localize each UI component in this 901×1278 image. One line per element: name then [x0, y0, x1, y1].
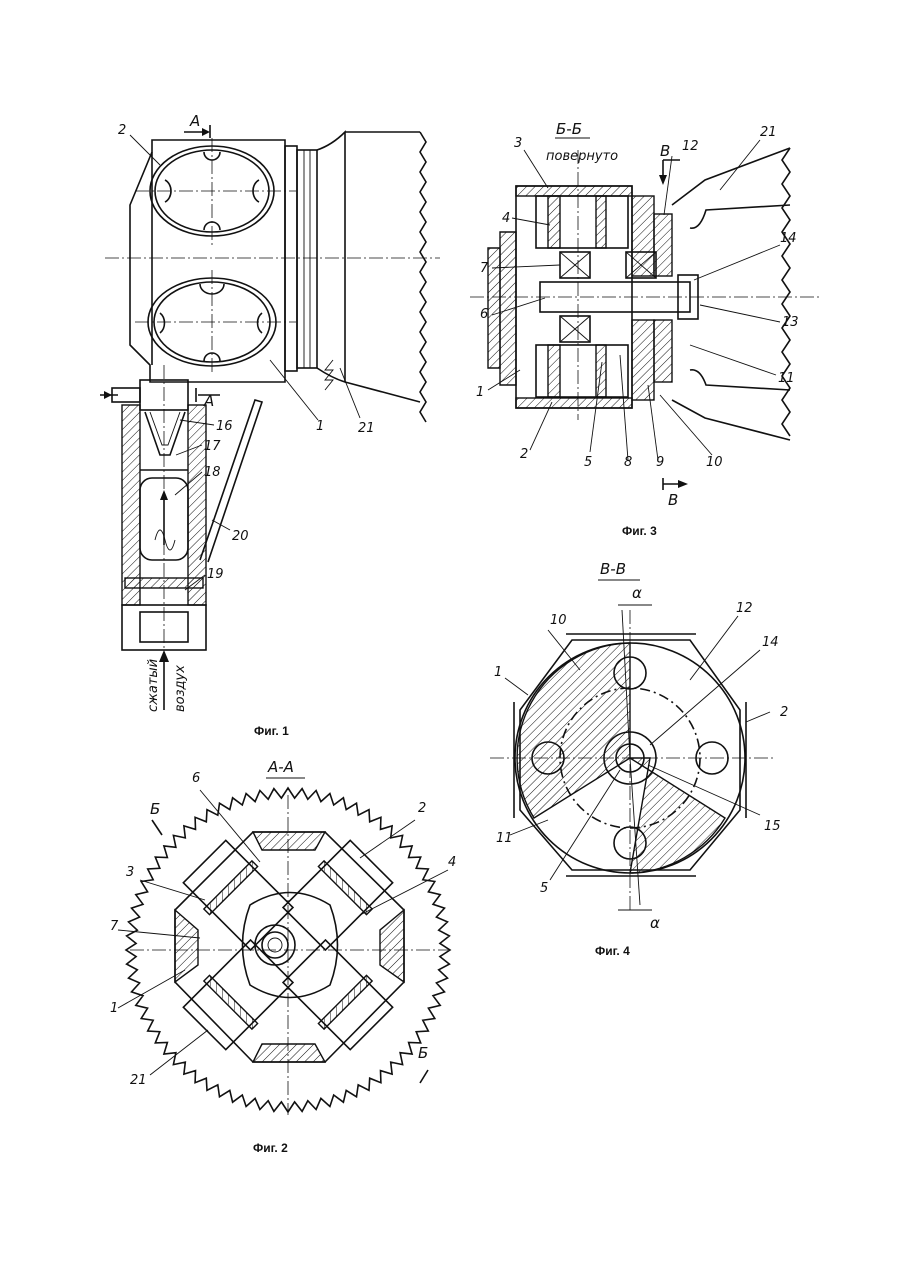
fig3-label: 1	[476, 385, 484, 400]
fig3-label: 8	[624, 455, 632, 470]
fig1-label: 17	[204, 439, 221, 454]
fig3-caption: Фиг. 3	[622, 524, 657, 538]
fig4-label: 5	[540, 881, 548, 896]
fig3-label: 4	[502, 211, 510, 226]
fig1-caption: Фиг. 1	[254, 724, 289, 738]
fig4-label: 10	[550, 613, 567, 628]
fig2-label: 21	[130, 1073, 147, 1088]
fig4-angle-top: α	[632, 584, 642, 602]
fig3-section-title: Б-Б	[556, 120, 582, 138]
fig3-label: 14	[780, 231, 797, 246]
fig3-label: 13	[782, 315, 799, 330]
fig4-label: 15	[764, 819, 781, 834]
fig3-label: 21	[760, 125, 777, 140]
fig3-section-mark-bottom: В	[668, 491, 678, 509]
fig3-label: 6	[480, 307, 488, 322]
fig1-air-text-2: воздух	[173, 665, 188, 712]
fig2-section-title: А-А	[267, 758, 294, 776]
fig3-label: 5	[584, 455, 592, 470]
fig1-air-text-1: сжатый	[146, 659, 161, 712]
fig3-section-mark-top: В	[660, 142, 670, 160]
fig3-label: 12	[682, 139, 699, 154]
fig1-label: 1	[316, 419, 324, 434]
fig1-drawing	[100, 125, 440, 710]
fig3-label: 10	[706, 455, 723, 470]
fig4-label: 14	[762, 635, 779, 650]
fig2-label: 3	[126, 865, 134, 880]
fig4-angle-bottom: α	[650, 914, 660, 932]
fig2-label: 4	[448, 855, 456, 870]
fig3-label: 7	[480, 261, 489, 276]
fig4-label: 1	[494, 665, 502, 680]
fig3-labels: Б-Б повернуто В В 3 12 21 4 14 7 6 13 1 …	[476, 120, 799, 509]
fig1-label: 19	[207, 567, 224, 582]
fig1-label: 21	[358, 421, 375, 436]
fig2-caption: Фиг. 2	[253, 1141, 288, 1155]
fig3-label: 2	[520, 447, 528, 462]
fig2-label: 2	[418, 801, 426, 816]
fig4-section-title: В-В	[600, 560, 626, 578]
fig1-label: 18	[204, 465, 221, 480]
fig2-label: 6	[192, 771, 200, 786]
fig4-label: 12	[736, 601, 753, 616]
fig3-label: 3	[514, 136, 522, 151]
fig1-label: 16	[216, 419, 233, 434]
fig2-drawing	[118, 778, 455, 1115]
fig4-drawing	[490, 605, 775, 910]
fig4-caption: Фиг. 4	[595, 944, 630, 958]
fig2-section-mark-top: Б	[150, 800, 160, 818]
fig3-section-subtitle: повернуто	[546, 149, 618, 164]
fig1-label: 2	[118, 123, 126, 138]
fig1-label: 20	[232, 529, 249, 544]
fig3-label: 11	[778, 371, 795, 386]
fig1-section-mark-top: А	[189, 112, 200, 130]
fig1-section-mark-bottom: А	[203, 392, 214, 410]
fig2-label: 7	[110, 919, 119, 934]
fig2-section-mark-bottom: Б	[418, 1044, 428, 1062]
fig4-label: 2	[780, 705, 788, 720]
fig4-label: 11	[496, 831, 513, 846]
fig3-drawing	[470, 140, 820, 490]
fig3-label: 9	[656, 455, 664, 470]
fig2-label: 1	[110, 1001, 118, 1016]
